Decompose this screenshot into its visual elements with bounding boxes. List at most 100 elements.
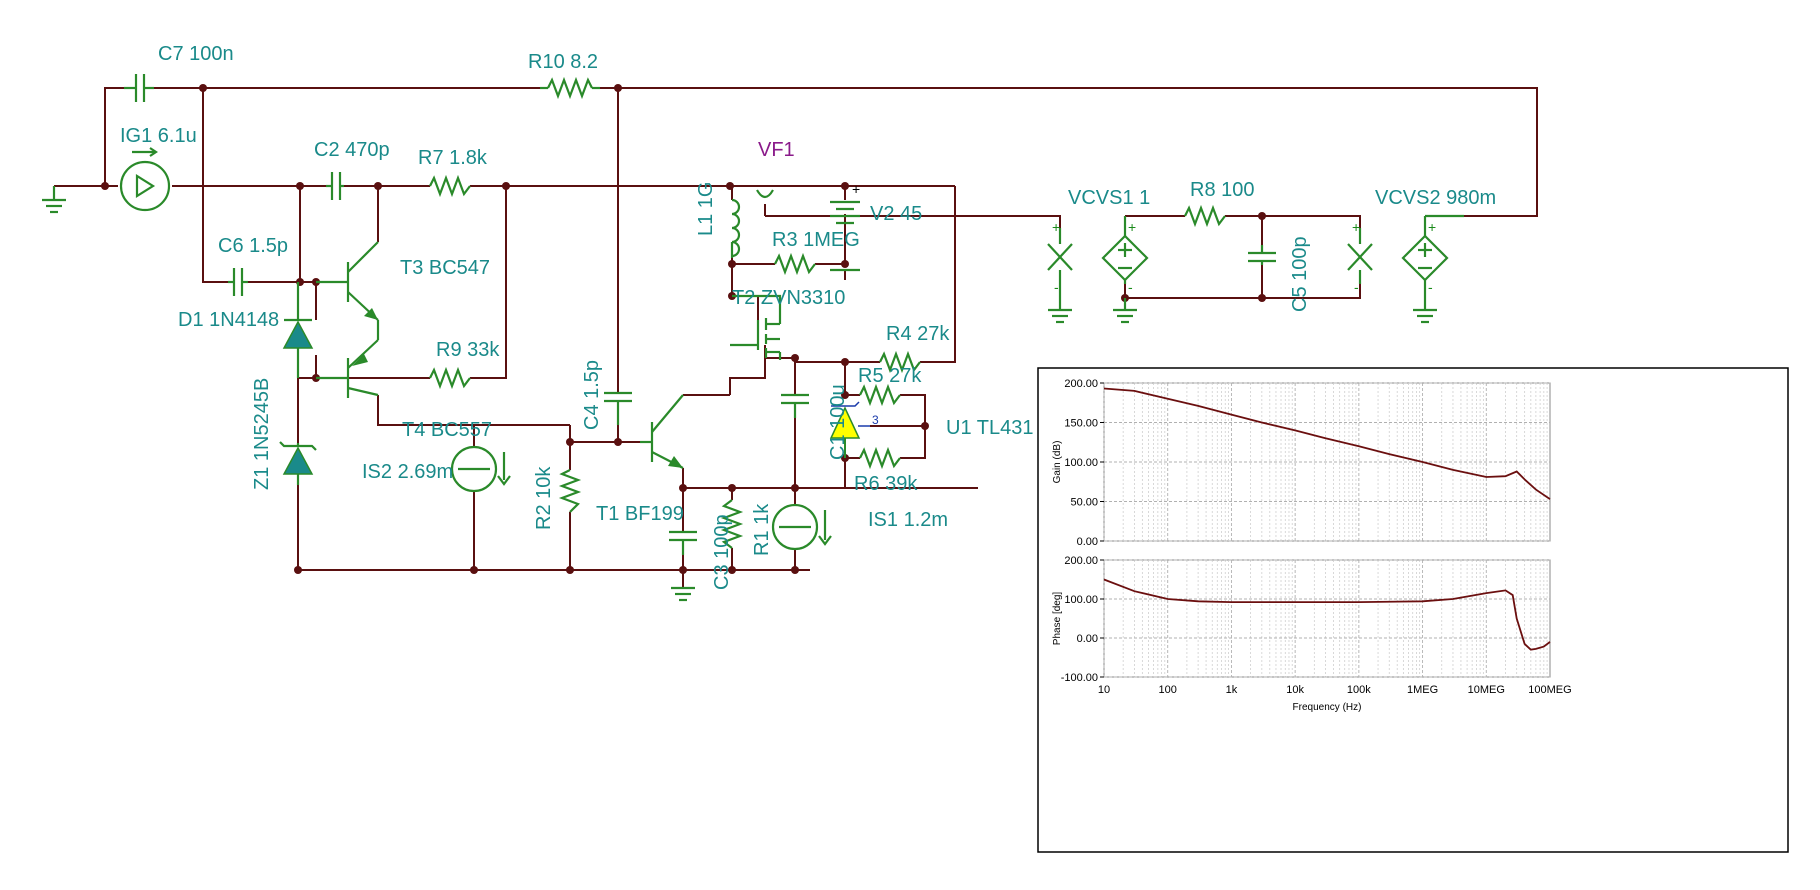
- capacitor-c5[interactable]: [1248, 245, 1276, 265]
- label-r5: R5 27k: [858, 365, 922, 387]
- label-c3: C3 100p: [711, 514, 733, 590]
- gain-trace: [1103, 387, 1551, 500]
- label-z1: Z1 1N5245B: [251, 378, 273, 490]
- battery-v2[interactable]: [830, 200, 860, 272]
- phase-trace: [1103, 578, 1551, 651]
- ground-symbol-left: [42, 186, 66, 214]
- vcvs2-out-plus: +: [1428, 219, 1436, 235]
- label-u1-pin: 3: [872, 413, 879, 427]
- transistor-t3[interactable]: [316, 241, 380, 340]
- gain-ytick-label: 0.00: [1077, 536, 1098, 548]
- vcvs2-out-minus: -: [1428, 279, 1433, 295]
- vcvs2-in-plus: +: [1352, 219, 1360, 235]
- transistor-t1[interactable]: [640, 394, 684, 469]
- phase-plot-area: [1103, 559, 1551, 678]
- resistor-r5[interactable]: [859, 383, 901, 407]
- label-t4: T4 BC557: [402, 419, 492, 441]
- resistor-r7[interactable]: [429, 174, 471, 198]
- label-c6: C6 1.5p: [218, 235, 288, 257]
- vcvs1-out-minus: -: [1128, 279, 1133, 295]
- current-source-is2[interactable]: [450, 445, 511, 493]
- phase-ytick-label: -100.00: [1061, 672, 1098, 684]
- vcvs2-in-minus: -: [1354, 279, 1359, 295]
- phase-xtick-label: 100: [1159, 684, 1177, 696]
- gain-ytick-label: 200.00: [1064, 378, 1098, 390]
- label-vcvs1: VCVS1 1: [1068, 187, 1150, 209]
- phase-xtick-label: 10k: [1286, 684, 1304, 696]
- phase-ytick-label: 200.00: [1064, 555, 1098, 567]
- phase-xtick-label: 1MEG: [1407, 684, 1438, 696]
- capacitor-c4[interactable]: [604, 391, 632, 425]
- current-generator-ig1[interactable]: [119, 147, 171, 212]
- voltage-probe-vf1[interactable]: [756, 189, 774, 199]
- vcvs1-in-minus: -: [1054, 279, 1059, 295]
- resistor-r2[interactable]: [558, 469, 582, 513]
- label-t3: T3 BC547: [400, 257, 490, 279]
- v2-plus-sign: +: [852, 181, 860, 197]
- label-vf1: VF1: [758, 139, 795, 161]
- label-r2: R2 10k: [533, 466, 555, 530]
- phase-xtick-label: 10MEG: [1468, 684, 1505, 696]
- label-c4: C4 1.5p: [581, 360, 603, 430]
- label-r9: R9 33k: [436, 339, 500, 361]
- resistor-r3[interactable]: [774, 252, 816, 276]
- resistor-r1[interactable]: [720, 499, 744, 549]
- phase-xtick-label: 10: [1098, 684, 1110, 696]
- phase-xtick-label: 100MEG: [1528, 684, 1571, 696]
- label-r6: R6 39k: [854, 473, 918, 495]
- capacitor-c6[interactable]: [228, 268, 248, 296]
- label-u1: U1 TL431: [946, 417, 1033, 439]
- label-r3: R3 1MEG: [772, 229, 860, 251]
- label-c1: C1 100u: [827, 384, 849, 460]
- phase-ytick-label: 100.00: [1064, 594, 1098, 606]
- label-r4: R4 27k: [886, 323, 950, 345]
- diode-d1[interactable]: [282, 282, 314, 378]
- label-r8: R8 100: [1190, 179, 1255, 201]
- gain-ytick-label: 50.00: [1070, 497, 1098, 509]
- label-d1: D1 1N4148: [178, 309, 279, 331]
- resistor-r6[interactable]: [859, 446, 901, 470]
- zener-z1[interactable]: [279, 441, 317, 485]
- label-r10: R10 8.2: [528, 51, 598, 73]
- phase-xtick-label: 100k: [1347, 684, 1371, 696]
- vcvs-2[interactable]: [1347, 214, 1464, 324]
- label-ig1: IG1 6.1u: [120, 125, 197, 147]
- label-l1: L1 1G: [695, 182, 717, 236]
- mosfet-t2[interactable]: [730, 294, 782, 360]
- capacitor-c2[interactable]: [326, 172, 344, 200]
- phase-xtick-label: 1k: [1226, 684, 1238, 696]
- phase-ylabel: Phase [deg]: [1052, 592, 1063, 646]
- resistor-r10[interactable]: [540, 76, 600, 100]
- vcvs1-in-plus: +: [1052, 219, 1060, 235]
- gain-ytick-label: 150.00: [1064, 418, 1098, 430]
- inductor-l1[interactable]: [730, 198, 741, 258]
- label-is2: IS2 2.69m: [362, 461, 453, 483]
- phase-xlabel: Frequency (Hz): [1293, 702, 1362, 713]
- vcvs-1[interactable]: [1047, 216, 1149, 324]
- vcvs1-out-plus: +: [1128, 219, 1136, 235]
- gain-ytick-label: 100.00: [1064, 457, 1098, 469]
- resistor-r9[interactable]: [429, 366, 471, 390]
- resistor-r4[interactable]: [879, 350, 921, 374]
- current-source-is1[interactable]: [771, 503, 832, 551]
- resistor-r8[interactable]: [1184, 204, 1226, 228]
- transistor-t4[interactable]: [316, 339, 379, 398]
- label-c7: C7 100n: [158, 43, 234, 65]
- capacitor-c7[interactable]: [124, 74, 154, 102]
- capacitor-c3[interactable]: [669, 530, 697, 602]
- label-v2: V2 45: [870, 203, 922, 225]
- gain-ylabel: Gain (dB): [1052, 441, 1063, 484]
- component-labels: C7 100n R10 8.2 IG1 6.1u C2 470p R7 1.8k…: [120, 43, 1496, 590]
- label-r7: R7 1.8k: [418, 147, 488, 169]
- shunt-regulator-u1[interactable]: [829, 401, 870, 458]
- label-vcvs2: VCVS2 980m: [1375, 187, 1496, 209]
- label-is1: IS1 1.2m: [868, 509, 948, 531]
- label-c2: C2 470p: [314, 139, 390, 161]
- capacitor-c1[interactable]: [781, 393, 809, 418]
- label-t1: T1 BF199: [596, 503, 684, 525]
- phase-ytick-label: 0.00: [1077, 633, 1098, 645]
